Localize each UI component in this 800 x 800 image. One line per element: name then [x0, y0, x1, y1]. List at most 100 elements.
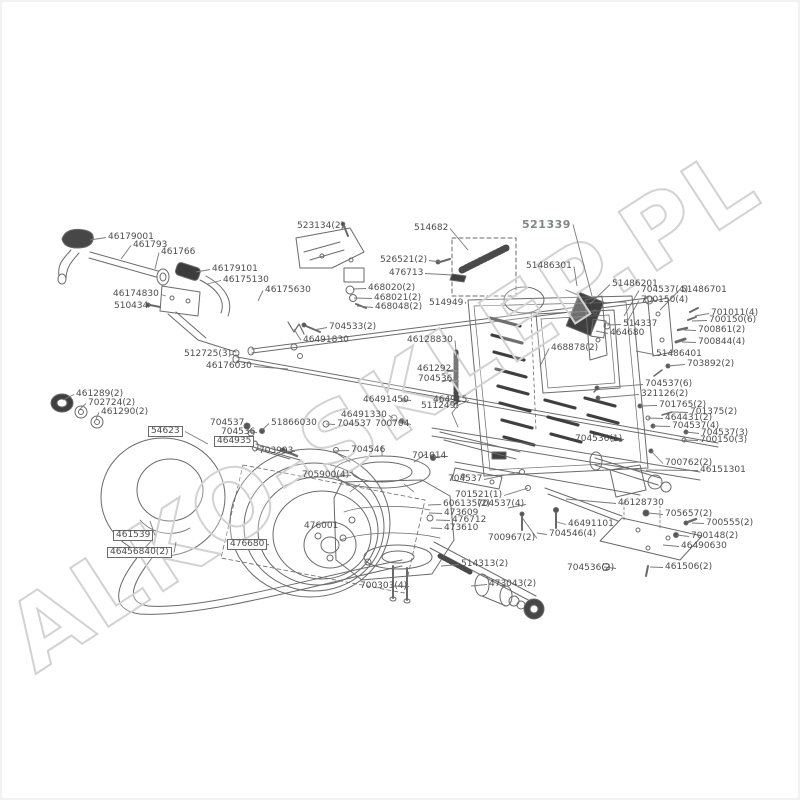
- part-label: 321126(2): [641, 389, 689, 399]
- leader-line: [681, 341, 697, 343]
- part-label: 704546: [351, 445, 386, 455]
- part-label: 701011(4): [711, 308, 759, 318]
- part-label: 51486401: [656, 349, 702, 359]
- leader-line: [572, 224, 593, 297]
- part-label: 700150(6): [709, 315, 757, 325]
- part-label: 701375(2): [690, 407, 738, 417]
- leader-line: [440, 564, 460, 567]
- part-label: 704537: [210, 418, 245, 428]
- part-label: 464680: [610, 328, 645, 338]
- leader-line: [623, 290, 640, 317]
- leader-line: [635, 350, 655, 355]
- leader-line: [95, 412, 100, 420]
- part-label: 703993: [259, 446, 294, 456]
- leader-line: [649, 566, 664, 568]
- leader-line: [611, 439, 625, 442]
- part-label: 700844(4): [698, 337, 746, 347]
- part-label: 46491101: [568, 519, 614, 529]
- leader-line: [89, 237, 107, 241]
- leader-line: [470, 584, 488, 587]
- part-label: 464915: [433, 395, 468, 405]
- leader-line: [694, 313, 710, 317]
- leader-line: [595, 330, 609, 334]
- part-label: 46175630: [265, 285, 311, 295]
- part-label: 704536: [221, 427, 256, 437]
- part-label: 510434: [114, 301, 149, 311]
- part-label: 473610: [444, 523, 479, 533]
- part-label: 46491830: [303, 335, 349, 345]
- leader-line: [565, 498, 617, 504]
- leader-line: [449, 379, 455, 382]
- leader-line: [449, 228, 469, 251]
- part-label: 46491330: [341, 410, 387, 420]
- leader-line: [149, 520, 156, 536]
- part-label: 461289(2): [76, 389, 124, 399]
- leader-line: [597, 384, 644, 389]
- leader-line: [62, 394, 75, 401]
- part-label: 704537: [337, 419, 372, 429]
- leader-line: [603, 566, 617, 569]
- part-label: 704533(2): [329, 322, 377, 332]
- leader-line: [536, 532, 548, 535]
- part-label: 46128830: [407, 335, 453, 345]
- leader-line: [428, 260, 441, 263]
- leader-line: [352, 288, 367, 290]
- leader-line: [401, 421, 412, 425]
- part-label: 704537(3): [701, 428, 749, 438]
- part-label: 46175130: [223, 275, 269, 285]
- leader-line: [447, 369, 454, 372]
- leader-line: [652, 425, 671, 427]
- leader-line: [483, 471, 521, 480]
- leader-line: [589, 284, 611, 305]
- leader-line: [353, 297, 373, 299]
- leader-line: [454, 340, 458, 361]
- leader-line: [184, 431, 209, 445]
- part-label: 51866030: [271, 418, 317, 428]
- leader-line: [427, 504, 442, 506]
- part-label: 700150(4): [641, 295, 689, 305]
- leader-line: [424, 273, 453, 276]
- part-label: 700861(2): [698, 325, 746, 335]
- part-label-boxed: 461539: [113, 530, 154, 541]
- part-label: 46490630: [681, 541, 727, 551]
- part-label: 700704: [375, 419, 410, 429]
- part-label: 514949: [429, 298, 464, 308]
- leader-line: [639, 405, 658, 407]
- leader-line: [432, 456, 449, 458]
- leader-line: [503, 487, 529, 496]
- part-label: 512725(3): [184, 349, 232, 359]
- part-label: 700148(2): [691, 531, 739, 541]
- part-label-boxed: 464935: [214, 436, 255, 447]
- leader-line: [257, 290, 264, 302]
- leader-line: [691, 320, 708, 322]
- part-label: 702724(2): [88, 398, 136, 408]
- leader-line: [206, 280, 222, 285]
- part-label: 46151301: [700, 465, 746, 475]
- part-label: 461766: [161, 247, 196, 257]
- part-label: 704537(4): [477, 499, 525, 509]
- part-label: 461506(2): [665, 562, 713, 572]
- part-label: 51486301: [526, 261, 572, 271]
- part-label: 468878(2): [551, 343, 599, 353]
- part-label: 511249: [421, 401, 456, 411]
- part-label: 476713: [389, 268, 424, 278]
- part-label: 704537: [448, 474, 483, 484]
- leader-line: [332, 475, 352, 478]
- part-label: 46179101: [212, 264, 258, 274]
- leader-line: [455, 400, 470, 407]
- knob-shape: [61, 228, 94, 249]
- part-label: 704536(1): [575, 434, 623, 444]
- part-label-highlighted: 521339: [522, 218, 571, 231]
- part-label: 704537(4): [672, 421, 720, 431]
- part-label: 700967(2): [488, 533, 536, 543]
- leader-line: [507, 504, 527, 509]
- leader-line: [645, 469, 699, 471]
- part-label: 703892(2): [687, 359, 735, 369]
- leader-line: [647, 512, 664, 515]
- part-label: 514313(2): [461, 559, 509, 569]
- part-label: 704536(2): [567, 563, 615, 573]
- leader-line: [597, 394, 640, 399]
